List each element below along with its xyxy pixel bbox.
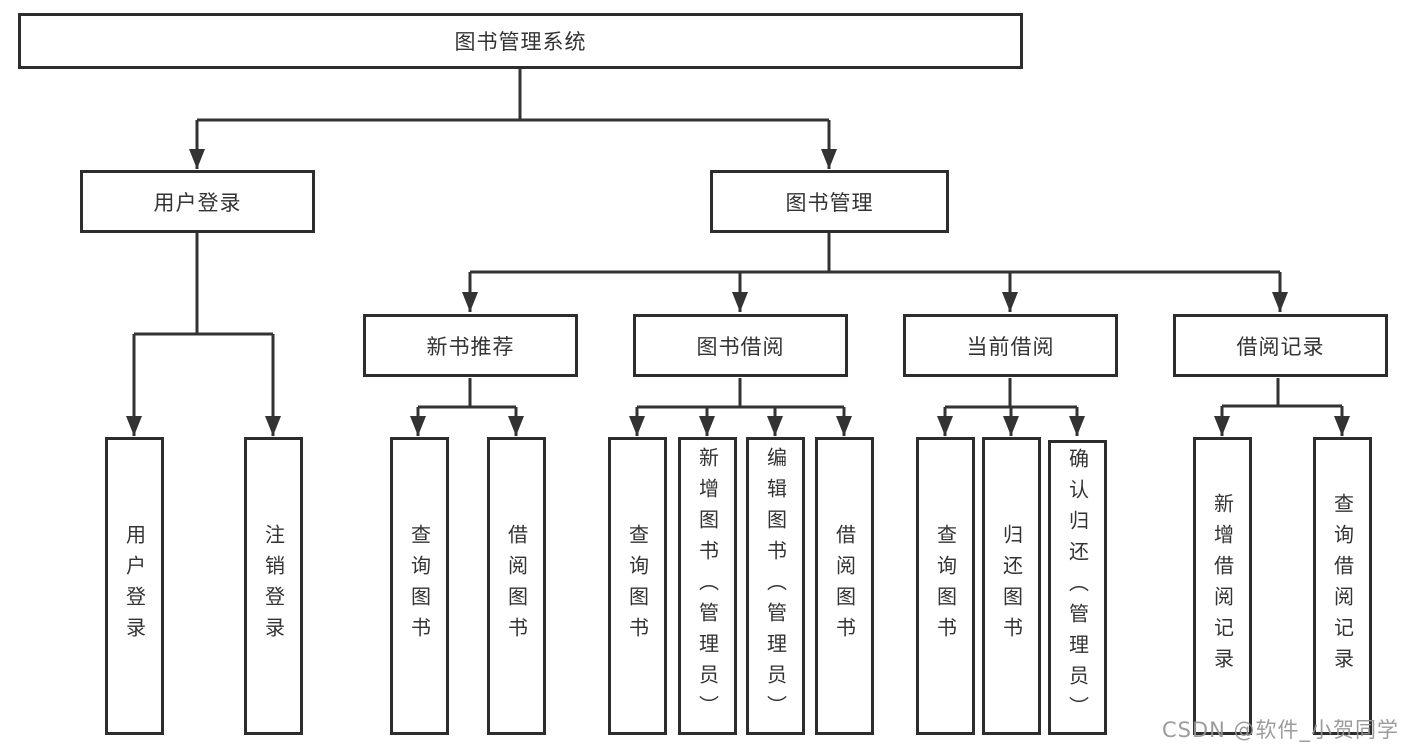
leaf-return-books: 归还图书 [982, 437, 1041, 735]
node-user-login: 用户登录 [80, 170, 315, 233]
leaf-borrow-books: 借阅图书 [815, 437, 874, 735]
node-book-management: 图书管理 [710, 170, 949, 233]
leaf-confirm-return-admin: 确认归还（管理员） [1048, 440, 1107, 735]
node-root-library-system: 图书管理系统 [18, 13, 1023, 69]
node-current-borrow: 当前借阅 [903, 314, 1118, 377]
csdn-watermark: CSDN @软件_小贺同学 [1161, 718, 1399, 742]
leaf-logout: 注销登录 [244, 437, 303, 735]
leaf-edit-books-admin: 编辑图书（管理员） [746, 437, 805, 735]
leaf-query-borrow-record: 查询借阅记录 [1313, 437, 1372, 735]
leaf-user-login: 用户登录 [105, 437, 164, 735]
leaf-add-books-admin: 新增图书（管理员） [678, 437, 737, 735]
node-new-book-recommend: 新书推荐 [363, 314, 578, 377]
leaf-query-books-borrow: 查询图书 [608, 437, 667, 735]
node-borrow-records: 借阅记录 [1173, 314, 1388, 377]
leaf-borrow-books-recommend: 借阅图书 [487, 437, 546, 735]
leaf-query-books-current: 查询图书 [916, 437, 975, 735]
leaf-query-books-recommend: 查询图书 [390, 437, 449, 735]
leaf-add-borrow-record: 新增借阅记录 [1193, 437, 1252, 735]
node-book-borrow: 图书借阅 [633, 314, 848, 377]
